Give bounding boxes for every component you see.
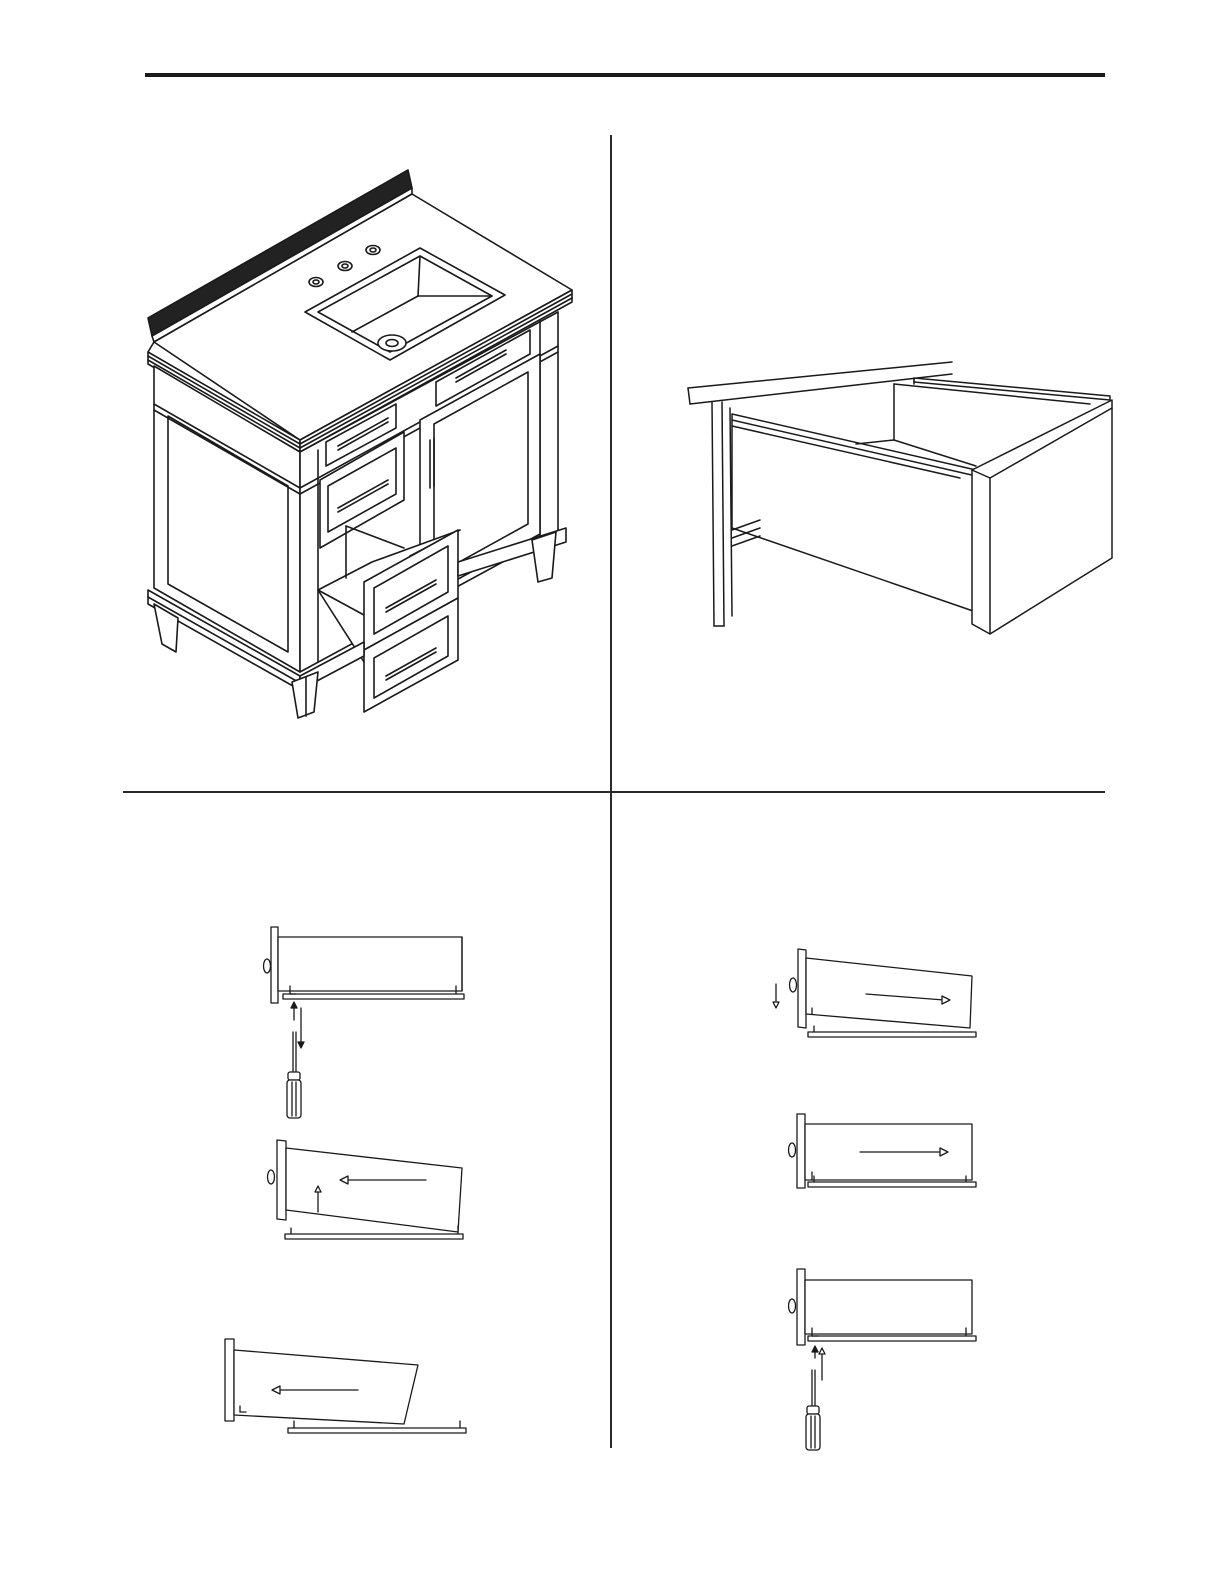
screwdriver-icon <box>806 1370 820 1450</box>
